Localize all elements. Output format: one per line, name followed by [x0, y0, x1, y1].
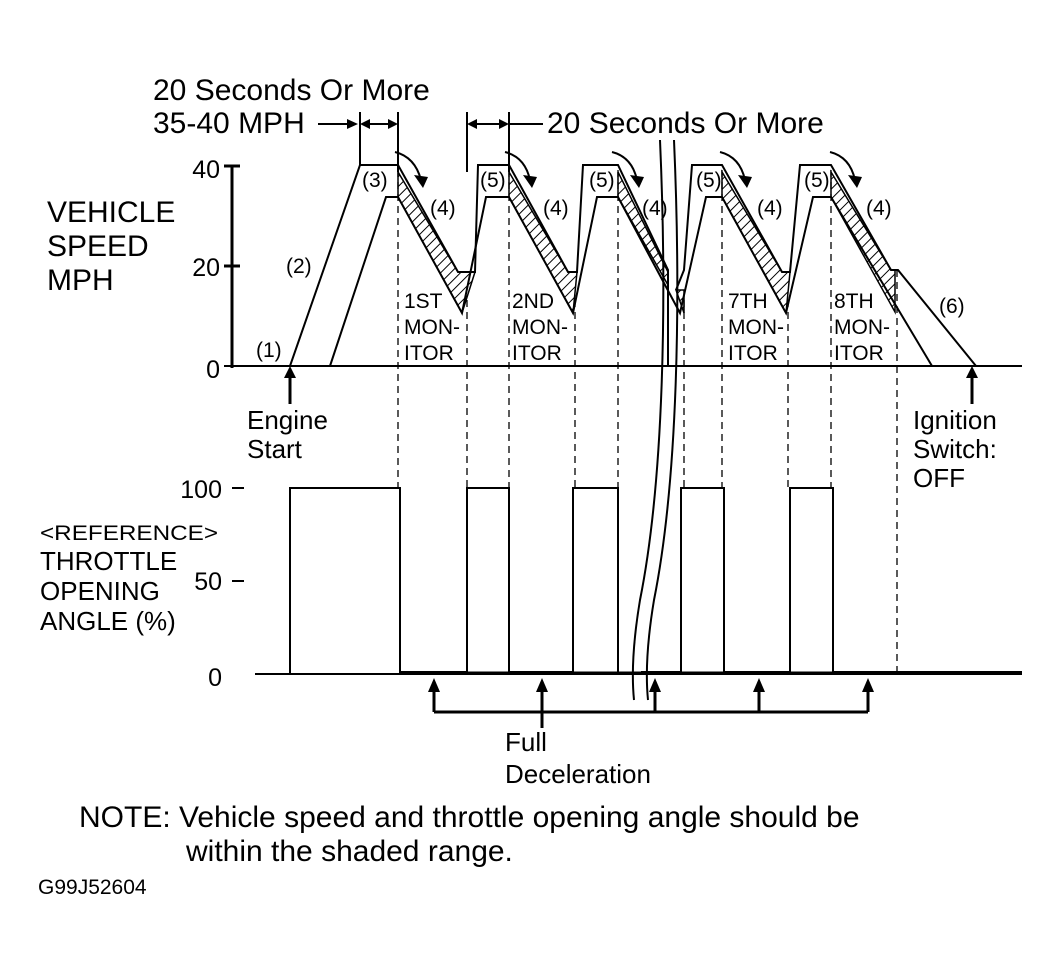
speed-lower-envelope	[329, 196, 933, 367]
transition-arrows	[394, 151, 862, 188]
figure-id: G99J52604	[38, 876, 147, 899]
step-label-4: (4)	[866, 197, 892, 220]
note-line-2: within the shaded range.	[185, 835, 513, 868]
throttle-tick-100: 100	[180, 476, 222, 504]
svg-text:MON-: MON-	[728, 316, 784, 339]
step-label-5: (5)	[696, 169, 722, 192]
svg-text:ITOR: ITOR	[728, 342, 778, 365]
top-label-20-seconds: 20 Seconds Or More	[153, 74, 430, 107]
throttle-axis-label-2: THROTTLE	[40, 546, 177, 576]
step-label-4: (4)	[543, 197, 569, 220]
throttle-axis-label-1: <REFERENCE>	[40, 522, 218, 545]
engine-start-label-2: Start	[247, 434, 303, 464]
top-label-speed-range: 35-40 MPH	[153, 107, 305, 140]
ignition-label-3: OFF	[913, 463, 965, 493]
alignment-dashes	[397, 170, 898, 672]
speed-tick-0: 0	[206, 356, 220, 384]
speed-tick-20: 20	[192, 254, 220, 282]
svg-text:2ND: 2ND	[512, 290, 554, 313]
step-label-5: (5)	[480, 169, 506, 192]
full-deceleration-bracket	[428, 678, 874, 728]
monitor-label-7: 7TH MON- ITOR	[728, 290, 784, 365]
speed-axis-label-1: VEHICLE	[47, 196, 175, 229]
speed-axis-label-3: MPH	[47, 264, 114, 297]
step-label-4: (4)	[757, 197, 783, 220]
monitor-label-2: 2ND MON- ITOR	[512, 290, 568, 365]
throttle-tick-0: 0	[208, 664, 222, 692]
monitor-label-1: 1ST MON- ITOR	[404, 290, 460, 365]
speed-axis-label-2: SPEED	[47, 230, 149, 263]
throttle-tick-50: 50	[194, 568, 222, 596]
throttle-trace	[289, 487, 619, 674]
svg-text:1ST: 1ST	[404, 290, 443, 313]
svg-text:ITOR: ITOR	[512, 342, 562, 365]
shaded-range	[397, 169, 896, 316]
monitor-label-8: 8TH MON- ITOR	[834, 290, 890, 365]
step-label-2: (2)	[286, 255, 312, 278]
svg-text:ITOR: ITOR	[834, 342, 884, 365]
step-label-4: (4)	[430, 197, 456, 220]
step-label-6: (6)	[939, 295, 965, 318]
speed-tick-40: 40	[192, 156, 220, 184]
step-label-5: (5)	[804, 169, 830, 192]
note-line-1: NOTE: Vehicle speed and throttle opening…	[79, 801, 860, 834]
svg-text:MON-: MON-	[512, 316, 568, 339]
speed-upper-envelope	[289, 164, 669, 367]
engine-start-label-1: Engine	[247, 405, 328, 435]
ignition-label-2: Switch:	[913, 434, 997, 464]
ignition-label-1: Ignition	[913, 405, 997, 435]
svg-text:MON-: MON-	[834, 316, 890, 339]
step-label-4: (4)	[642, 197, 668, 220]
step-label-3: (3)	[362, 169, 388, 192]
svg-text:8TH: 8TH	[834, 290, 874, 313]
svg-text:7TH: 7TH	[728, 290, 768, 313]
step-label-5: (5)	[589, 169, 615, 192]
throttle-axis-label-4: ANGLE (%)	[40, 606, 176, 636]
full-deceleration-label-1: Full	[505, 727, 547, 757]
svg-text:MON-: MON-	[404, 316, 460, 339]
top-label-20-seconds-right: 20 Seconds Or More	[547, 107, 824, 140]
full-deceleration-label-2: Deceleration	[505, 759, 651, 789]
svg-text:ITOR: ITOR	[404, 342, 454, 365]
throttle-axis-label-3: OPENING	[40, 576, 160, 606]
step-label-1: (1)	[256, 339, 282, 362]
